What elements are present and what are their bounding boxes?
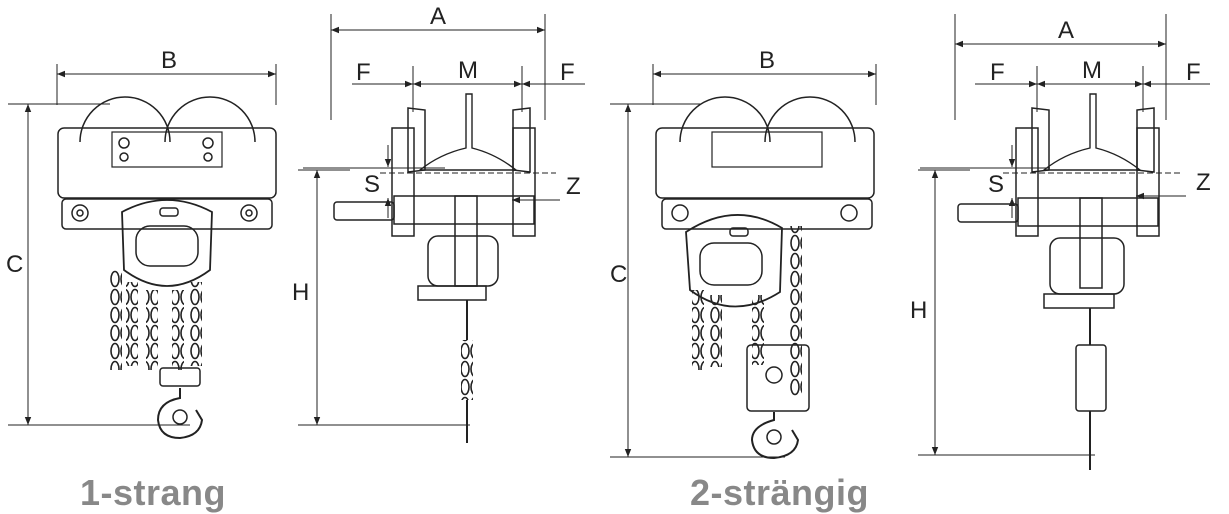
label-m-1: M [458,57,478,84]
label-b-2: B [759,47,775,74]
caption-single-fall: 1-strang [80,472,227,513]
view-single-front [8,64,277,440]
label-h-2: H [910,297,927,324]
view-double-front [610,64,877,460]
label-z-1: Z [566,173,581,200]
label-s-2: S [988,171,1004,198]
label-c-2: C [610,261,627,288]
caption-double-fall: 2-strängig [690,472,870,513]
label-a-1: A [430,3,446,30]
view-double-side [918,14,1210,470]
label-a-2: A [1058,17,1074,44]
label-f-1a: F [356,59,371,86]
label-c-1: C [6,251,23,278]
label-m-2: M [1082,57,1102,84]
label-f-1b: F [560,59,575,86]
label-f-2b: F [1186,59,1201,86]
label-s-1: S [364,171,380,198]
label-f-2a: F [990,59,1005,86]
view-single-side [298,14,585,443]
label-h-1: H [292,279,309,306]
label-b-1: B [161,47,177,74]
label-z-2: Z [1196,169,1211,196]
dimension-labels: B C A F M F S Z H B C A F M F S Z H [6,3,1211,324]
